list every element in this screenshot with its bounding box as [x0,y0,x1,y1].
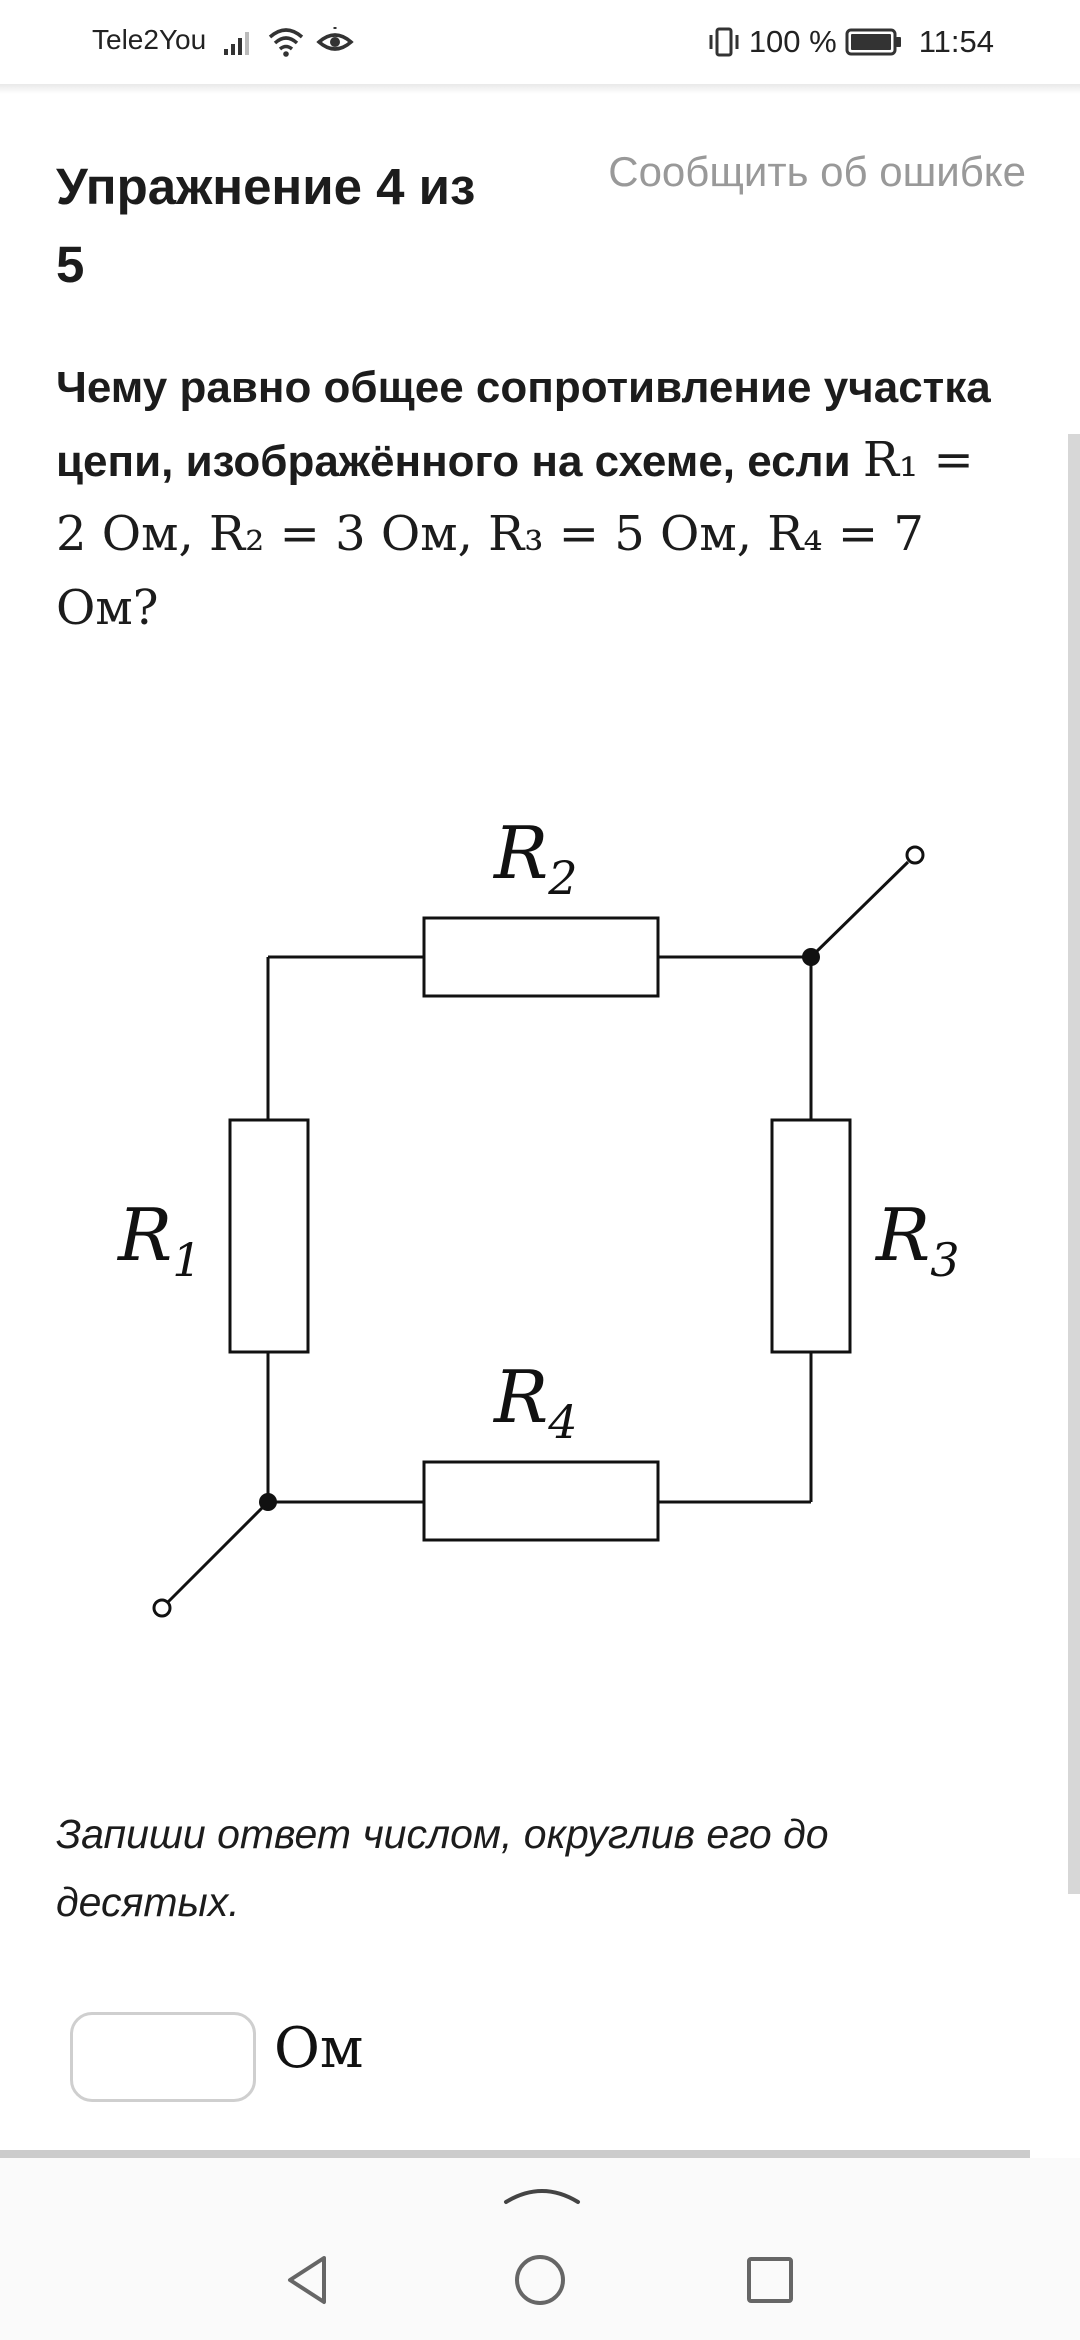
answer-unit: Ом [274,2016,364,2081]
junction-bottom-left [259,1493,277,1511]
question-formula: R₁ = 2 Ом, R₂ = 3 Ом, R₃ = 5 Ом, R₄ = 7 … [56,432,974,636]
eye-icon [316,27,354,51]
terminal-lead-bottom [166,1500,270,1604]
resistor-r3 [770,1118,852,1354]
circuit-diagram: R2 R4 R1 R3 [116,811,960,1618]
resistor-r2 [422,916,660,998]
report-error-link[interactable]: Сообщить об ошибке [608,148,1026,195]
back-icon[interactable] [282,2252,332,2308]
page-progress-line [0,2150,1030,2158]
terminal-bottom [152,1598,172,1618]
status-icons-left [222,22,354,62]
vibrate-icon [709,27,739,57]
status-bar: Tele2You 100 % [0,0,1080,84]
label-r2: R2 [492,811,578,905]
signal-icon [224,32,249,55]
answer-input[interactable] [70,2012,256,2102]
junction-top-right [802,948,820,966]
label-r4: R4 [492,1355,578,1449]
terminal-lead-top [809,860,910,959]
scrollbar[interactable] [1068,434,1080,1894]
label-r1: R1 [116,1193,202,1287]
wifi-icon [268,28,304,57]
battery-icon [845,28,901,56]
recents-icon[interactable] [744,2254,796,2306]
home-icon[interactable] [512,2252,568,2308]
question: Чему равно общее сопротивление участка ц… [56,352,1016,646]
battery-percent: 100 % [748,24,837,59]
status-icons-right: 100 % 11:54 [707,20,994,64]
answer-instruction: Запиши ответ числом, округлив его до дес… [56,1811,829,1925]
label-r3: R3 [874,1193,960,1287]
terminal-top [905,845,925,865]
header-shadow [0,84,1080,94]
carrier-name: Tele2You [92,24,207,55]
chevron-up-icon[interactable] [502,2180,582,2208]
system-nav-bar [0,2158,1080,2340]
resistor-r1 [228,1118,310,1354]
clock: 11:54 [918,24,994,59]
exercise-title: Упражнение 4 из 5 [56,158,476,293]
question-text: Чему равно общее сопротивление участка ц… [56,363,991,486]
resistor-r4 [422,1460,660,1542]
